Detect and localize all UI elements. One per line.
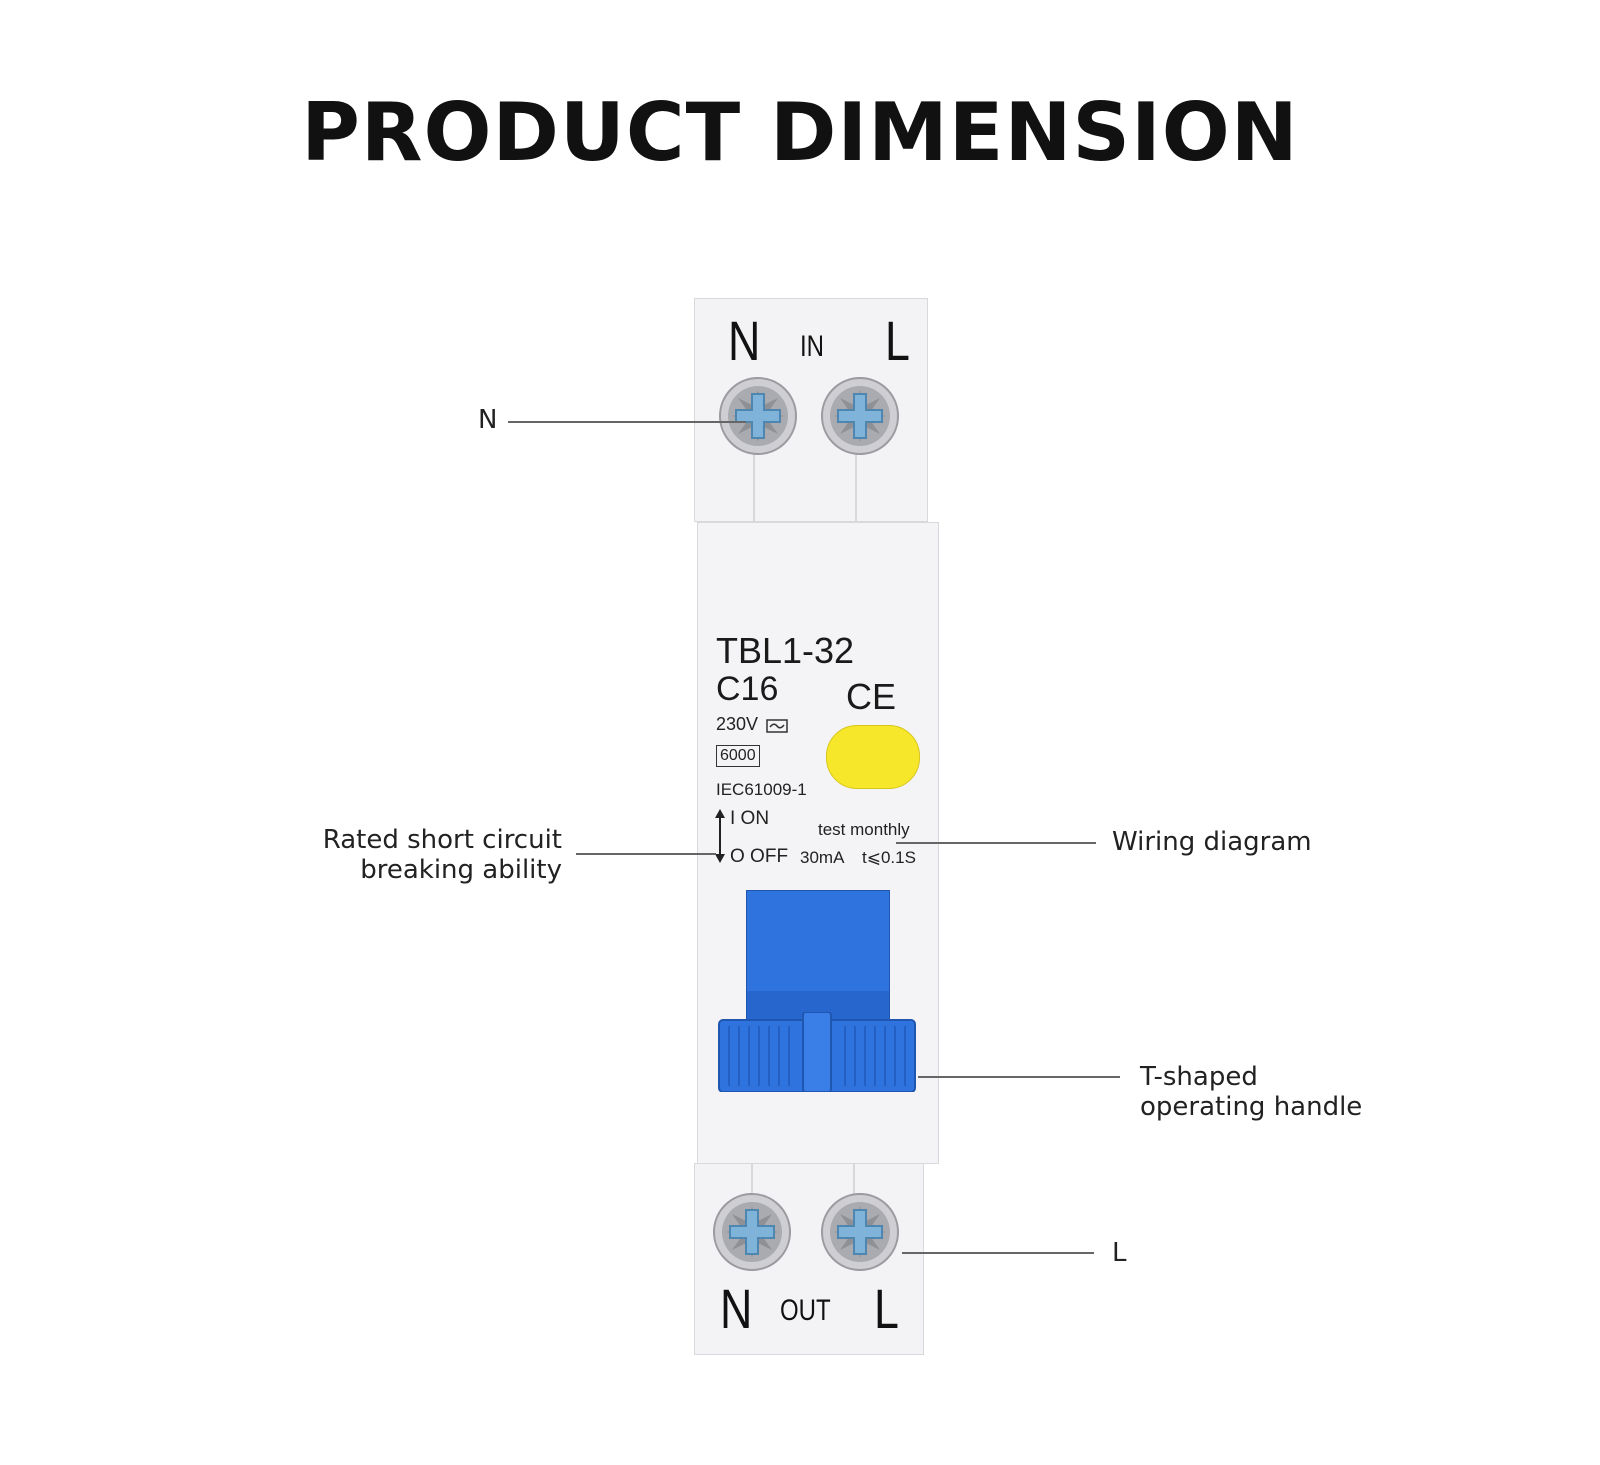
callout-rated-line1: Rated short circuit [322,825,562,855]
callout-rated-line2: breaking ability [360,855,562,885]
model-label: TBL1-32 [716,630,855,671]
leader-line-handle [918,1076,1120,1078]
on-off-arrow-icon [715,809,725,863]
leader-line-n [508,421,746,423]
callout-handle: T-shaped operating handle [1140,1062,1362,1122]
leader-line-wiring [896,842,1096,844]
trip-time-label: t⩽0.1S [862,848,916,867]
leader-line-l [902,1252,1094,1254]
bottom-l-screw-icon [821,1193,899,1271]
bottom-out-label: OUT [780,1294,831,1327]
off-label: O OFF [730,846,789,867]
bottom-l-label: L [874,1277,899,1340]
callout-wiring-diagram: Wiring diagram [1112,827,1312,857]
test-label: test monthly [818,820,910,839]
rating-label: C16 [716,670,779,708]
top-l-label: L [885,309,910,372]
ac-symbol-icon [766,719,788,733]
top-n-label: N [728,309,761,372]
test-button[interactable] [826,725,920,789]
residual-label: 30mA [800,848,845,867]
leader-line-rated [576,853,716,855]
callout-handle-line2: operating handle [1140,1092,1363,1122]
ce-mark: CE [846,676,897,717]
handle-window [746,890,890,1022]
top-l-screw-icon [821,377,899,455]
capacity-box: 6000 [716,745,760,767]
callout-l: L [1112,1238,1127,1268]
on-label: I ON [730,808,770,829]
page-title: PRODUCT DIMENSION [301,86,1299,179]
bottom-n-screw-icon [713,1193,791,1271]
callout-handle-line1: T-shaped [1140,1062,1258,1092]
top-n-screw-icon [719,377,797,455]
standard-label: IEC61009-1 [716,780,807,799]
bottom-n-label: N [720,1277,753,1340]
callout-rated-breaking: Rated short circuit breaking ability [300,825,562,885]
housing-rib [753,454,755,521]
t-shaped-handle[interactable] [717,1012,917,1092]
callout-n: N [478,405,498,435]
top-in-label: IN [800,330,824,363]
housing-rib [855,454,857,521]
voltage-label: 230V [716,714,759,734]
